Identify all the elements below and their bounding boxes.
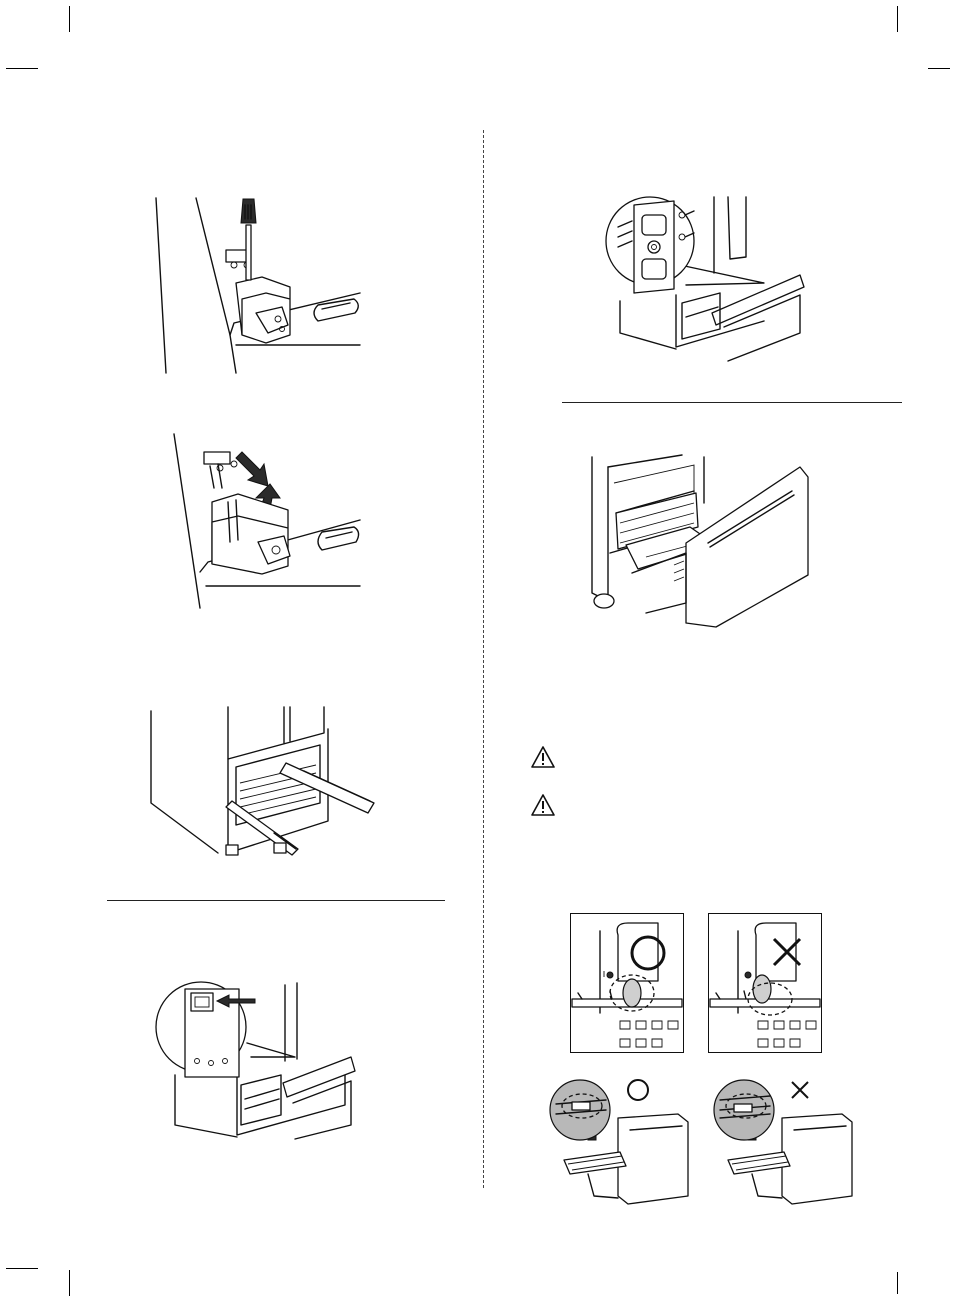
crop-mark-top-right-v: [897, 6, 898, 32]
crop-mark-top-right-h: [928, 68, 950, 69]
section-rule-right: [562, 402, 902, 403]
refrigerator-drawer-rails-figure: [148, 703, 380, 863]
crop-mark-top-left-v: [69, 6, 70, 32]
door-hinge-connector-figure: [172, 432, 362, 610]
crop-mark-top-left-h: [6, 68, 38, 69]
crop-mark-bottom-left-h: [6, 1268, 38, 1269]
column-divider: [483, 130, 484, 1188]
cross-x-icon: [792, 1082, 808, 1098]
drawer-bracket-arrow-figure: [155, 975, 360, 1140]
warning-triangle-icon: [530, 745, 556, 769]
door-hinge-screwdriver-figure: [150, 195, 365, 375]
crop-mark-bottom-right-v: [897, 1272, 898, 1294]
drawer-correct-seating-figure: [548, 1076, 692, 1206]
warning-triangle-icon: [530, 793, 556, 817]
drawer-installed-open-figure: [586, 453, 812, 629]
crop-mark-bottom-left-v: [69, 1270, 70, 1296]
section-rule-left: [107, 900, 445, 901]
wheel-incorrect-detail-figure: [708, 913, 822, 1053]
drawer-bracket-screws-figure: [594, 193, 806, 361]
wheel-correct-detail-figure: [570, 913, 684, 1053]
circle-o-icon: [628, 1080, 648, 1100]
drawer-incorrect-seating-figure: [712, 1076, 856, 1206]
